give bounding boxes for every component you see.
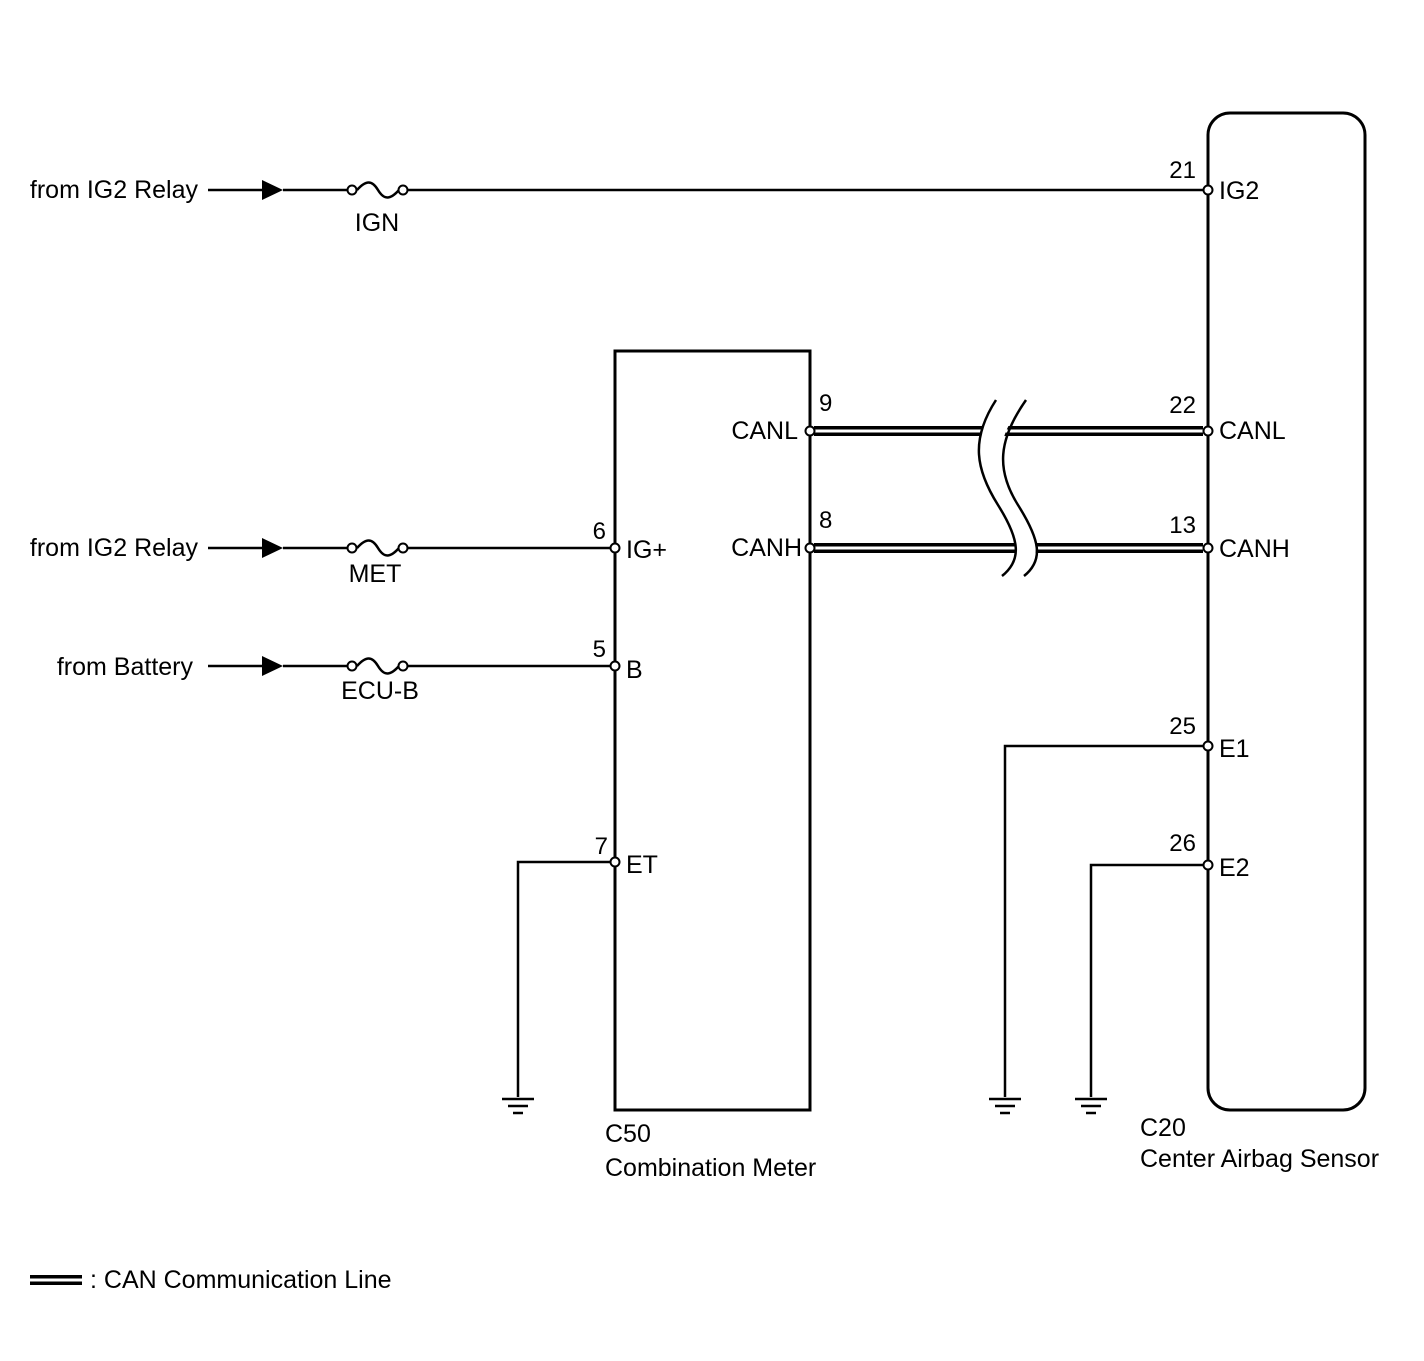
legend: : CAN Communication Line	[30, 1266, 392, 1294]
pin-name-e2: E2	[1219, 854, 1250, 882]
pin-number-6: 6	[593, 518, 606, 545]
center-airbag-sensor-box	[1206, 111, 1367, 1112]
line-break-symbol	[977, 399, 1039, 577]
input-arrow-icon	[262, 180, 283, 200]
combination-meter-code: C50	[605, 1120, 651, 1148]
ecub-source-label: from Battery	[57, 653, 194, 681]
input-arrow-icon	[262, 538, 283, 558]
terminal-25	[1202, 740, 1214, 752]
terminal-8	[804, 542, 816, 554]
terminal-6	[609, 542, 621, 554]
met-circuit	[208, 538, 610, 558]
airbag-sensor-name: Center Airbag Sensor	[1140, 1145, 1379, 1173]
pin-number-21: 21	[1169, 157, 1196, 184]
pin-name-canh-meter: CANH	[731, 534, 802, 562]
fuse-icon	[346, 181, 409, 199]
pin-name-canh-airbag: CANH	[1219, 535, 1290, 563]
airbag-sensor-code: C20	[1140, 1114, 1186, 1142]
pin-number-25: 25	[1169, 713, 1196, 740]
pin-name-ig-plus: IG+	[626, 536, 667, 564]
fuse-icon	[346, 539, 409, 557]
met-source-label: from IG2 Relay	[30, 534, 199, 562]
combination-meter-name: Combination Meter	[605, 1154, 816, 1182]
pin-name-et: ET	[626, 851, 658, 879]
can-line-legend-label: : CAN Communication Line	[90, 1266, 392, 1294]
fuse-ecub-label: ECU-B	[341, 677, 419, 705]
terminal-9	[804, 425, 816, 437]
terminal-13	[1202, 542, 1214, 554]
pin-number-8: 8	[819, 507, 832, 534]
terminal-21	[1202, 184, 1214, 196]
ign-source-label: from IG2 Relay	[30, 176, 199, 204]
ground-e2-circuit	[1075, 863, 1203, 1115]
pin-number-9: 9	[819, 390, 832, 417]
ign-circuit	[208, 180, 1203, 200]
input-arrow-icon	[262, 656, 283, 676]
pin-name-b: B	[626, 656, 643, 684]
pin-number-22: 22	[1169, 392, 1196, 419]
terminal-7	[609, 856, 621, 868]
ground-et-circuit	[502, 860, 610, 1115]
terminal-5	[609, 660, 621, 672]
pin-name-canl-meter: CANL	[731, 417, 798, 445]
pin-number-5: 5	[593, 636, 606, 663]
terminal-22	[1202, 425, 1214, 437]
fuse-ign-label: IGN	[355, 209, 399, 237]
fuse-met-label: MET	[349, 560, 402, 588]
pin-number-13: 13	[1169, 512, 1196, 539]
fuse-icon	[346, 657, 409, 675]
ground-icon	[1075, 1097, 1107, 1115]
combination-meter-box	[613, 349, 812, 1112]
ground-icon	[989, 1097, 1021, 1115]
pin-name-e1: E1	[1219, 735, 1250, 763]
pin-number-7: 7	[595, 833, 608, 860]
pin-name-canl-airbag: CANL	[1219, 417, 1286, 445]
ground-icon	[502, 1097, 534, 1115]
pin-name-ig2: IG2	[1219, 177, 1259, 205]
ecub-circuit	[208, 656, 610, 676]
terminal-26	[1202, 859, 1214, 871]
ground-e1-circuit	[989, 744, 1203, 1115]
pin-number-26: 26	[1169, 830, 1196, 857]
